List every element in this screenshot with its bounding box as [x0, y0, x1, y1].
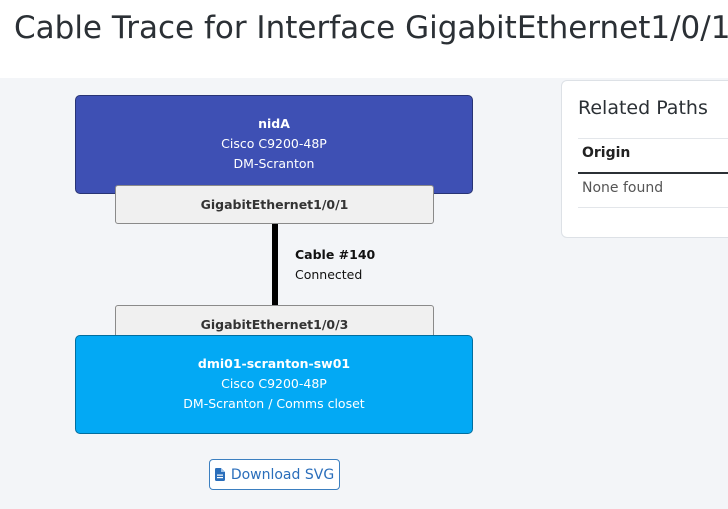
- related-paths-title: Related Paths: [578, 97, 708, 119]
- content-area: nidA Cisco C9200-48P DM-Scranton Gigabit…: [0, 78, 728, 509]
- far-device-box[interactable]: dmi01-scranton-sw01 Cisco C9200-48P DM-S…: [75, 335, 473, 434]
- cable-info: Cable #140 Connected: [295, 245, 375, 285]
- origin-column-header: Origin: [582, 145, 631, 161]
- table-row-divider: [578, 207, 728, 208]
- empty-state-text: None found: [582, 180, 664, 196]
- table-header-divider: [578, 172, 728, 174]
- download-svg-label: Download SVG: [230, 466, 335, 483]
- cable-line[interactable]: [272, 224, 278, 305]
- cable-status: Connected: [295, 267, 363, 282]
- far-device-site: DM-Scranton / Comms closet: [183, 396, 365, 411]
- cable-label[interactable]: Cable #140: [295, 247, 376, 262]
- cable-trace-diagram: nidA Cisco C9200-48P DM-Scranton Gigabit…: [0, 78, 560, 509]
- related-paths-panel: Related Paths Origin None found: [561, 80, 728, 238]
- origin-interface-box[interactable]: GigabitEthernet1/0/1: [115, 185, 434, 224]
- origin-device-site: DM-Scranton: [233, 156, 315, 171]
- origin-device-model: Cisco C9200-48P: [221, 136, 327, 151]
- download-svg-button[interactable]: Download SVG: [209, 459, 340, 490]
- page-title: Cable Trace for Interface GigabitEtherne…: [0, 0, 728, 78]
- panel-divider: [578, 138, 728, 139]
- file-icon: [214, 468, 225, 481]
- origin-device-name[interactable]: nidA: [258, 116, 290, 131]
- origin-device-box[interactable]: nidA Cisco C9200-48P DM-Scranton: [75, 95, 473, 194]
- far-device-name[interactable]: dmi01-scranton-sw01: [197, 356, 351, 371]
- far-device-model: Cisco C9200-48P: [221, 376, 327, 391]
